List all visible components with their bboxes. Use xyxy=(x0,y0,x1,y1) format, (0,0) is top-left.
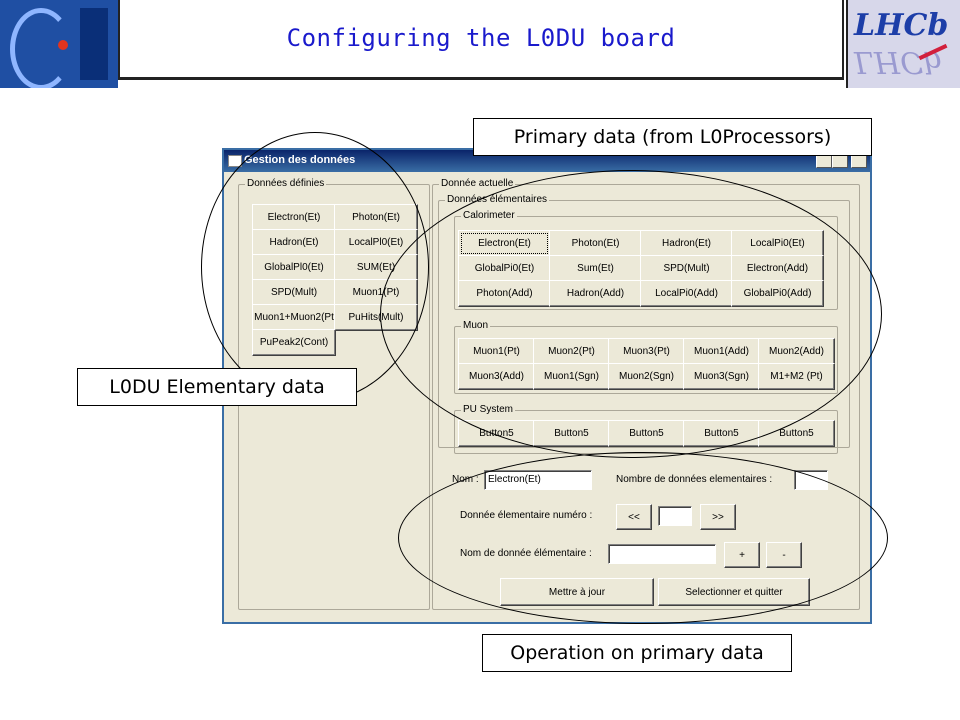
pu-button[interactable]: Button5 xyxy=(608,420,685,447)
calorimeter-button[interactable]: GlobalPi0(Add) xyxy=(731,280,824,307)
maximize-button[interactable] xyxy=(832,154,848,168)
calorimeter-button[interactable]: Electron(Et) xyxy=(458,230,551,257)
defined-data-button[interactable]: Muon1(Pt) xyxy=(334,279,418,306)
pu-button[interactable]: Button5 xyxy=(758,420,835,447)
nom-label: Nom : xyxy=(452,474,479,485)
muon-button[interactable]: Muon2(Sgn) xyxy=(608,363,685,390)
calorimeter-button[interactable]: Hadron(Add) xyxy=(549,280,642,307)
muon-button[interactable]: Muon3(Sgn) xyxy=(683,363,760,390)
defined-data-button[interactable]: Electron(Et) xyxy=(252,204,336,231)
calorimeter-group: Calorimeter xyxy=(454,209,838,310)
muon-button[interactable]: M1+M2 (Pt) xyxy=(758,363,835,390)
pu-system-group: PU System xyxy=(454,403,838,454)
current-data-group: Donnée actuelle xyxy=(432,177,860,610)
update-button[interactable]: Mettre à jour xyxy=(500,578,654,606)
muon-button[interactable]: Muon1(Pt) xyxy=(458,338,535,365)
remove-button[interactable]: - xyxy=(766,542,802,568)
pu-button[interactable]: Button5 xyxy=(533,420,610,447)
defined-data-button[interactable]: PuHits(Mult) xyxy=(334,304,418,331)
window-title: Gestion des données xyxy=(244,154,356,166)
defined-data-button[interactable]: Muon1+Muon2(Pt xyxy=(252,304,336,331)
elementary-data-group: Données élémentaires xyxy=(438,193,850,448)
defined-data-button[interactable]: GlobalPl0(Et) xyxy=(252,254,336,281)
muon-button[interactable]: Muon3(Add) xyxy=(458,363,535,390)
minimize-button[interactable] xyxy=(816,154,832,168)
numero-label: Donnée élementaire numéro : xyxy=(460,510,593,521)
defined-data-button[interactable]: PuPeak2(Cont) xyxy=(252,329,336,356)
prev-button[interactable]: << xyxy=(616,504,652,530)
pu-button[interactable]: Button5 xyxy=(458,420,535,447)
calorimeter-button[interactable]: Hadron(Et) xyxy=(640,230,733,257)
page-title: Configuring the L0DU board xyxy=(286,24,676,52)
defined-data-button[interactable]: Photon(Et) xyxy=(334,204,418,231)
operation-callout: Operation on primary data xyxy=(482,634,792,672)
select-quit-button[interactable]: Selectionner et quitter xyxy=(658,578,810,606)
muon-button[interactable]: Muon2(Add) xyxy=(758,338,835,365)
defined-data-button[interactable]: SPD(Mult) xyxy=(252,279,336,306)
window-icon xyxy=(228,155,242,167)
calorimeter-button[interactable]: Photon(Add) xyxy=(458,280,551,307)
defined-data-button[interactable]: LocalPl0(Et) xyxy=(334,229,418,256)
elementary-data-callout: L0DU Elementary data xyxy=(77,368,357,406)
next-button[interactable]: >> xyxy=(700,504,736,530)
primary-data-callout: Primary data (from L0Processors) xyxy=(473,118,872,156)
nom-input[interactable]: Electron(Et) xyxy=(484,470,592,490)
calorimeter-button[interactable]: Photon(Et) xyxy=(549,230,642,257)
muon-group: Muon xyxy=(454,319,838,394)
calorimeter-button[interactable]: Electron(Add) xyxy=(731,255,824,282)
title-bar: Configuring the L0DU board xyxy=(118,0,844,80)
muon-button[interactable]: Muon1(Sgn) xyxy=(533,363,610,390)
lhcb-logo: LHCb LHCb xyxy=(846,0,960,88)
count-input[interactable] xyxy=(794,470,828,490)
muon-button[interactable]: Muon3(Pt) xyxy=(608,338,685,365)
close-button[interactable] xyxy=(851,154,867,168)
calorimeter-button[interactable]: GlobalPi0(Et) xyxy=(458,255,551,282)
count-label: Nombre de données elementaires : xyxy=(616,474,773,485)
lpc-logo xyxy=(0,0,118,88)
defined-data-button[interactable]: Hadron(Et) xyxy=(252,229,336,256)
muon-button[interactable]: Muon2(Pt) xyxy=(533,338,610,365)
nom-elem-input[interactable] xyxy=(608,544,716,564)
calorimeter-button[interactable]: LocalPi0(Et) xyxy=(731,230,824,257)
calorimeter-button[interactable]: LocalPi0(Add) xyxy=(640,280,733,307)
numero-input[interactable] xyxy=(658,506,692,526)
muon-button[interactable]: Muon1(Add) xyxy=(683,338,760,365)
defined-data-button[interactable]: SUM(Et) xyxy=(334,254,418,281)
nom-elem-label: Nom de donnée élémentaire : xyxy=(460,548,592,559)
calorimeter-button[interactable]: SPD(Mult) xyxy=(640,255,733,282)
add-button[interactable]: + xyxy=(724,542,760,568)
calorimeter-button[interactable]: Sum(Et) xyxy=(549,255,642,282)
pu-button[interactable]: Button5 xyxy=(683,420,760,447)
